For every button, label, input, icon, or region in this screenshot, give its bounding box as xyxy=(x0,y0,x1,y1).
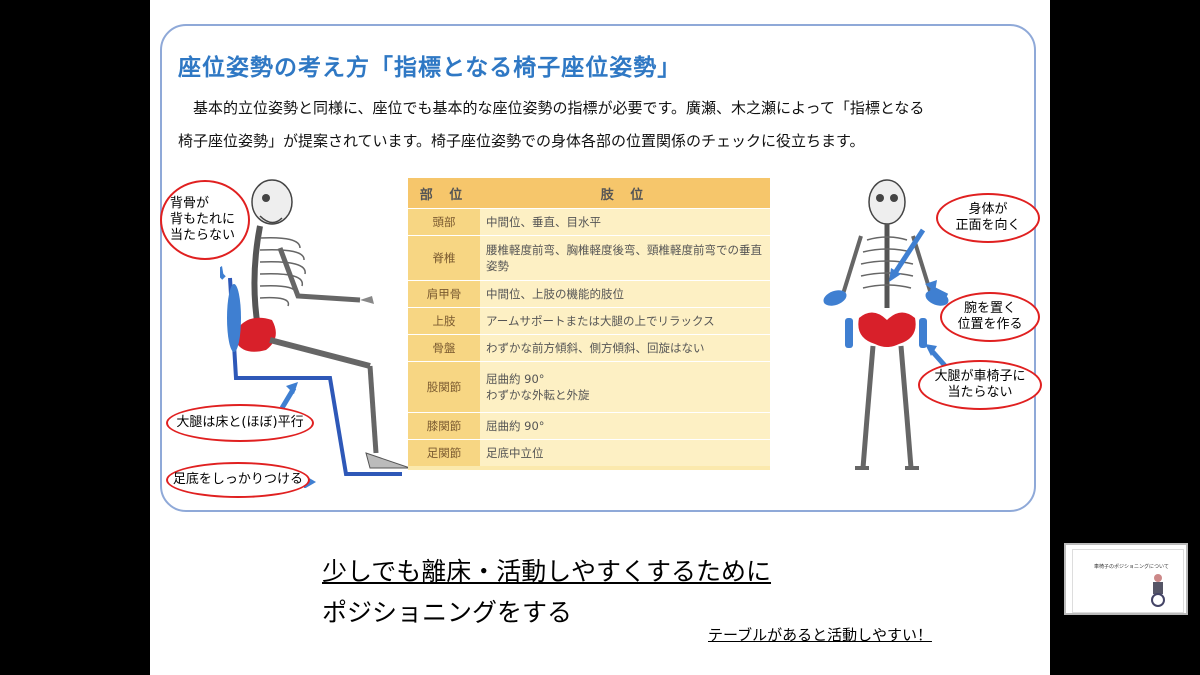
footer-line-2: ポジショニングをする xyxy=(322,598,573,627)
seated-skeleton-front-illustration xyxy=(823,179,949,470)
callout-body: 身体が 正面を向く xyxy=(936,193,1040,243)
table-row: 足関節足底中立位 xyxy=(408,439,770,466)
cell-part: 足関節 xyxy=(408,439,480,466)
posture-table: 部 位 肢 位 頭部中間位、垂直、目水平 脊椎腰椎軽度前弯、胸椎軽度後弯、頸椎軽… xyxy=(408,178,770,470)
thumbnail-title: 車椅子のポジショニングについて xyxy=(1094,564,1169,570)
footer-note: テーブルがあると活動しやすい！ xyxy=(708,626,932,644)
slide: 座位姿勢の考え方「指標となる椅子座位姿勢」 基本的立位姿勢と同様に、座位でも基本… xyxy=(150,0,1050,675)
cell-position: 屈曲約 90° xyxy=(480,412,770,440)
intro-text: 基本的立位姿勢と同様に、座位でも基本的な座位姿勢の指標が必要です。廣瀬、木之瀬に… xyxy=(178,92,1008,158)
slide-title: 座位姿勢の考え方「指標となる椅子座位姿勢」 xyxy=(178,55,682,81)
cell-position: アームサポートまたは大腿の上でリラックス xyxy=(480,307,770,335)
cell-part: 脊椎 xyxy=(408,235,480,281)
table-row: 頭部中間位、垂直、目水平 xyxy=(408,208,770,236)
cell-position: 腰椎軽度前弯、胸椎軽度後弯、頸椎軽度前弯での垂直姿勢 xyxy=(480,235,770,281)
cell-part: 骨盤 xyxy=(408,334,480,362)
callout-foot: 足底をしっかりつける xyxy=(166,462,310,498)
table-row: 骨盤わずかな前方傾斜、側方傾斜、回旋はない xyxy=(408,334,770,362)
intro-line-2: 椅子座位姿勢」が提案されています。椅子座位姿勢での身体各部の位置関係のチェックに… xyxy=(178,132,865,150)
callout-wheelchair: 大腿が車椅子に 当たらない xyxy=(918,360,1042,410)
cell-part: 肩甲骨 xyxy=(408,280,480,308)
cell-part: 頭部 xyxy=(408,208,480,236)
table-row: 膝関節屈曲約 90° xyxy=(408,412,770,440)
cell-position: 足底中立位 xyxy=(480,439,770,466)
table-row: 股関節屈曲約 90° わずかな外転と外旋 xyxy=(408,361,770,413)
cell-part: 上肢 xyxy=(408,307,480,335)
table-row: 上肢アームサポートまたは大腿の上でリラックス xyxy=(408,307,770,335)
cell-position: わずかな前方傾斜、側方傾斜、回旋はない xyxy=(480,334,770,362)
table-row: 肩甲骨中間位、上肢の機能的肢位 xyxy=(408,280,770,308)
cell-position: 中間位、垂直、目水平 xyxy=(480,208,770,236)
cell-position: 屈曲約 90° わずかな外転と外旋 xyxy=(480,361,770,413)
cell-part: 股関節 xyxy=(408,361,480,413)
footer-line-1: 少しでも離床・活動しやすくするために xyxy=(322,557,772,586)
callout-arm: 腕を置く 位置を作る xyxy=(940,292,1040,342)
header-part: 部 位 xyxy=(408,178,480,209)
header-position: 肢 位 xyxy=(480,178,770,209)
callout-spine: 背骨が 背もたれに 当たらない xyxy=(160,180,250,260)
thumbnail-frame xyxy=(1072,549,1184,613)
posture-table-grid: 部 位 肢 位 頭部中間位、垂直、目水平 脊椎腰椎軽度前弯、胸椎軽度後弯、頸椎軽… xyxy=(408,178,770,466)
cell-position: 中間位、上肢の機能的肢位 xyxy=(480,280,770,308)
intro-line-1: 基本的立位姿勢と同様に、座位でも基本的な座位姿勢の指標が必要です。廣瀬、木之瀬に… xyxy=(193,99,925,117)
slide-thumbnail[interactable]: 車椅子のポジショニングについて xyxy=(1064,543,1188,615)
seated-skeleton-side-illustration xyxy=(220,179,411,488)
wheelchair-person-icon xyxy=(1151,574,1165,607)
callout-thigh: 大腿は床と(ほぼ)平行 xyxy=(166,404,314,442)
cell-part: 膝関節 xyxy=(408,412,480,440)
table-row: 脊椎腰椎軽度前弯、胸椎軽度後弯、頸椎軽度前弯での垂直姿勢 xyxy=(408,235,770,281)
